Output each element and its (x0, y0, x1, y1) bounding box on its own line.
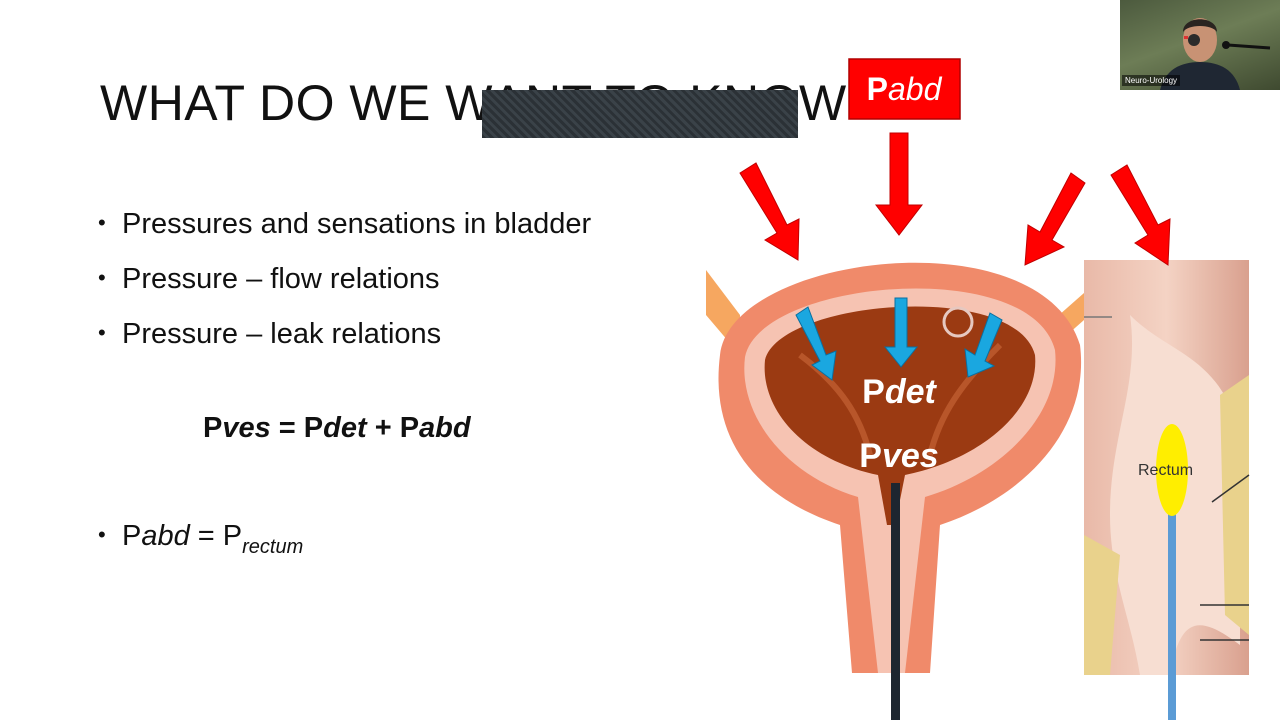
pdet-label: Pdet (862, 373, 937, 411)
bladder-rectum-diagram: Rectum Pabd Pdet Pves (706, 58, 1250, 720)
bullet-list: Pressures and sensations in bladder Pres… (98, 196, 591, 361)
bullet-pressure-leak: Pressure – leak relations (98, 306, 591, 361)
webcam-thumbnail: Neuro-Urology (1120, 0, 1280, 90)
rectum: Rectum (1084, 260, 1250, 720)
red-arrow-far-right (1110, 164, 1171, 266)
webcam-label: Neuro-Urology (1122, 75, 1181, 86)
bullet-pressures-sensations: Pressures and sensations in bladder (98, 196, 591, 251)
leader-line-2 (1211, 474, 1250, 503)
detrusor-pressure-arrows (795, 297, 1003, 381)
blue-arrow-right (964, 312, 1003, 378)
red-arrow-center (874, 132, 924, 236)
rectum-fat-right (1220, 375, 1249, 635)
bullet-pressure-flow: Pressure – flow relations (98, 251, 591, 306)
red-arrow-mid-right (1024, 172, 1086, 266)
bladder-fold-2 (927, 342, 1003, 456)
blue-arrow-left (795, 306, 837, 381)
rectum-label: Rectum (1138, 462, 1193, 479)
watermark-swirl (942, 306, 974, 338)
rectum-fat-left (1084, 535, 1120, 675)
rectal-balloon (1156, 424, 1188, 516)
rectal-catheter (1168, 510, 1176, 720)
pves-equation: Pves = Pdet + Pabd (203, 412, 471, 444)
pves-label: Pves (859, 437, 938, 475)
pabd-box: Pabd (848, 58, 961, 120)
svg-text:Pabd: Pabd (867, 71, 943, 107)
bladder-catheter (891, 483, 900, 720)
abdominal-pressure-arrows (739, 132, 1171, 266)
blue-arrow-center (883, 297, 919, 368)
pabd-rectum-bullet: Pabd = Prectum (98, 520, 303, 559)
red-arrow-left (739, 162, 800, 261)
title-redaction-overlay (482, 90, 798, 138)
